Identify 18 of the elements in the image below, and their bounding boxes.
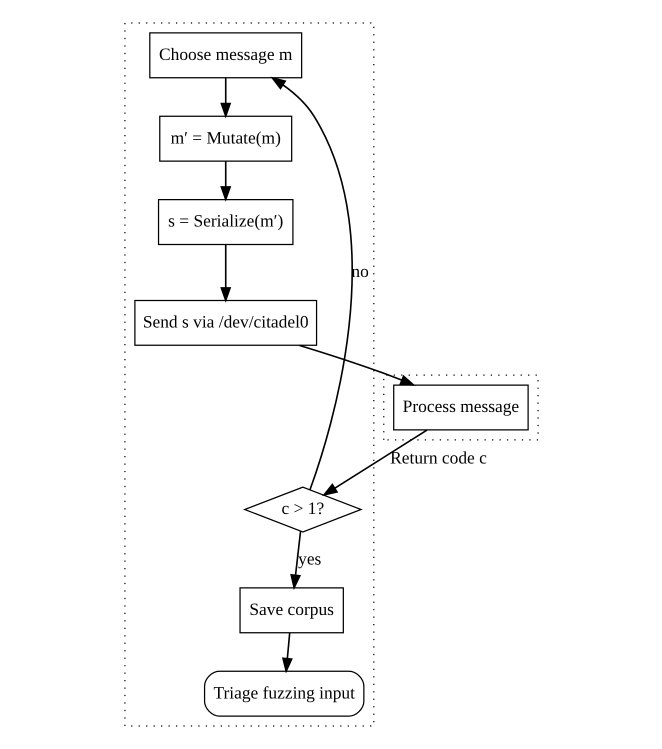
node-box: Save corpus [238, 587, 344, 634]
node-box: Triage fuzzing input [203, 670, 364, 717]
node-box: m′ = Mutate(m) [158, 116, 292, 162]
arrow [220, 244, 231, 303]
node-box: s = Serialize(m′) [157, 199, 294, 246]
arrow [290, 531, 301, 590]
arrow [281, 632, 292, 674]
arrow [220, 161, 231, 202]
node-diamond: c > 1? [242, 486, 362, 533]
node-box: Send s via /dev/citadel0 [134, 300, 317, 346]
arrow [270, 76, 352, 490]
node-box: Choose message m [148, 32, 302, 78]
edge-label: Return code c [390, 448, 486, 468]
arrow [298, 344, 416, 386]
edge-label: yes [298, 548, 321, 569]
arrow [220, 78, 231, 118]
node-box: Process message [392, 384, 528, 430]
cluster [124, 22, 374, 727]
